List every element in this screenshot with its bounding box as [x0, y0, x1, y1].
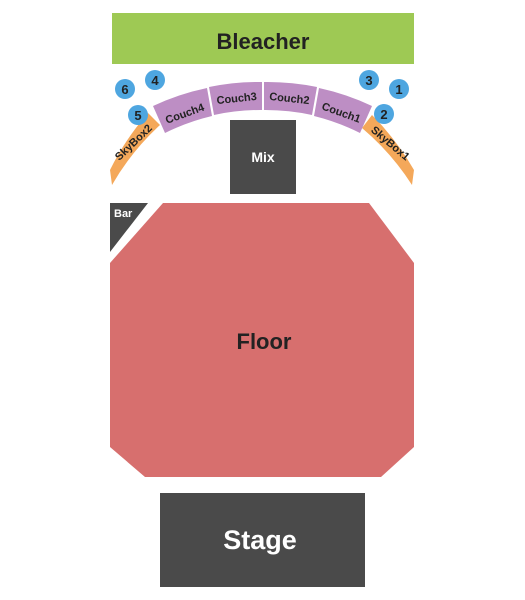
badge-1[interactable]: 1: [389, 79, 409, 99]
couch2-shape: [264, 81, 317, 115]
badge-6-label: 6: [121, 82, 128, 97]
badge-5[interactable]: 5: [128, 105, 148, 125]
section-skybox1[interactable]: SkyBox1: [362, 115, 414, 185]
section-floor[interactable]: Floor: [110, 203, 414, 477]
badge-2-label: 2: [380, 107, 387, 122]
mix-shape: [230, 120, 296, 194]
badge-5-label: 5: [134, 108, 141, 123]
couch3-label: Couch3: [216, 91, 257, 107]
couch4-shape: [153, 88, 212, 133]
badge-3-label: 3: [365, 73, 372, 88]
section-bleacher[interactable]: Bleacher: [112, 13, 414, 64]
badge-3-circle: [359, 70, 379, 90]
floor-label: Floor: [237, 329, 292, 354]
section-couch1[interactable]: Couch1: [314, 88, 372, 133]
badge-5-circle: [128, 105, 148, 125]
badge-3[interactable]: 3: [359, 70, 379, 90]
badge-2-circle: [374, 104, 394, 124]
badge-6-circle: [115, 79, 135, 99]
bar-shape: [110, 203, 148, 252]
section-couch4[interactable]: Couch4: [153, 88, 212, 133]
skybox2-label: SkyBox2: [113, 122, 155, 163]
couch2-label: Couch2: [269, 91, 310, 107]
bar-label: Bar: [114, 208, 133, 220]
section-couch3[interactable]: Couch3: [209, 81, 262, 115]
skybox1-label: SkyBox1: [368, 124, 411, 163]
badge-4[interactable]: 4: [145, 70, 165, 90]
badge-2[interactable]: 2: [374, 104, 394, 124]
badge-4-circle: [145, 70, 165, 90]
badge-1-label: 1: [395, 82, 402, 97]
badge-6[interactable]: 6: [115, 79, 135, 99]
stage-shape: [160, 493, 365, 587]
couch1-shape: [314, 88, 372, 133]
section-couch2[interactable]: Couch2: [264, 81, 317, 115]
stage-label: Stage: [223, 525, 297, 555]
skybox2-shape: [110, 113, 160, 185]
badge-4-label: 4: [151, 73, 159, 88]
mix-label: Mix: [251, 149, 275, 165]
bleacher-shape: [112, 13, 414, 64]
badge-1-circle: [389, 79, 409, 99]
section-bar[interactable]: Bar: [110, 203, 148, 252]
bleacher-label: Bleacher: [217, 29, 310, 54]
floor-shape: [110, 203, 414, 477]
section-mix[interactable]: Mix: [230, 120, 296, 194]
couch3-shape: [209, 81, 262, 115]
skybox1-shape: [362, 115, 414, 185]
section-stage[interactable]: Stage: [160, 493, 365, 587]
